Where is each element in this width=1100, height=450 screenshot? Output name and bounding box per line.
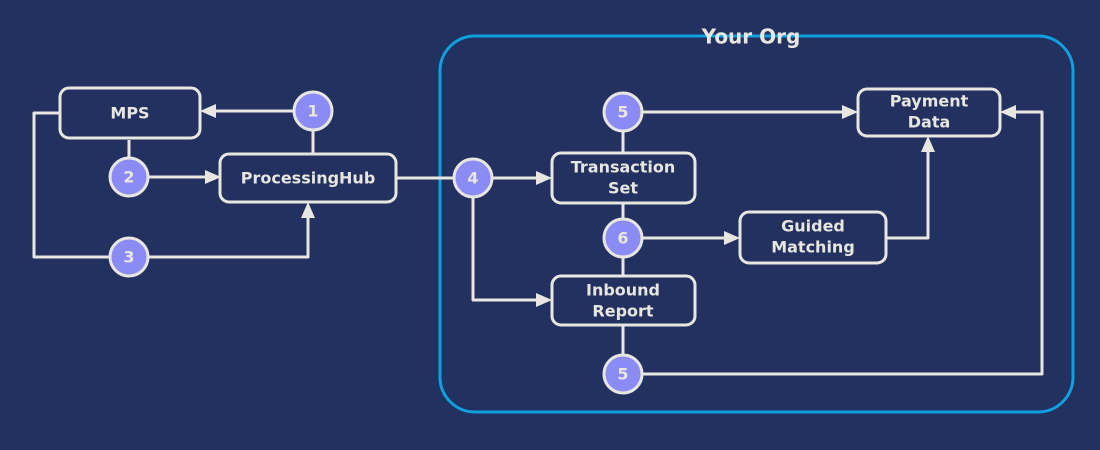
node-transaction-set-label-line1: Transaction (571, 158, 676, 177)
node-payment-data-label-line2: Data (908, 113, 951, 132)
node-payment-data-label-line1: Payment (890, 92, 969, 111)
badge-step-2[interactable]: 2 (108, 156, 150, 198)
node-mps-label: MPS (110, 104, 149, 123)
edge-processinghub-to-inbound-report (471, 178, 552, 307)
node-transaction-set[interactable]: Transaction Set (550, 151, 697, 205)
arrow-head (200, 104, 216, 118)
arrow-head (536, 171, 552, 185)
node-processinghub[interactable]: ProcessingHub (218, 152, 398, 204)
your-org-border (438, 34, 1075, 414)
badge-step-3[interactable]: 3 (108, 236, 150, 278)
badge-step-4-number: 4 (467, 169, 478, 188)
node-guided-matching[interactable]: Guided Matching (738, 210, 888, 265)
badge-step-5-top[interactable]: 5 (602, 91, 644, 133)
node-transaction-set-label-line2: Set (608, 179, 638, 198)
node-guided-matching-label-line1: Guided (781, 217, 845, 236)
node-payment-data[interactable]: Payment Data (856, 87, 1002, 138)
arrow-head (536, 293, 552, 307)
edge-guided-matching-to-payment-data (886, 136, 935, 240)
badge-step-4[interactable]: 4 (452, 157, 494, 199)
badge-step-3-number: 3 (123, 248, 134, 267)
arrow-head (724, 231, 740, 245)
badge-step-5-top-number: 5 (617, 103, 628, 122)
node-mps[interactable]: MPS (58, 86, 202, 140)
badge-step-1-number: 1 (307, 102, 318, 121)
node-guided-matching-label-line2: Matching (771, 238, 855, 257)
your-org-group: Your Org (438, 25, 1075, 414)
badge-step-6[interactable]: 6 (602, 217, 644, 259)
arrow-head (842, 105, 858, 119)
your-org-title: Your Org (701, 25, 801, 49)
badge-step-2-number: 2 (123, 168, 134, 187)
arrow-head (301, 202, 315, 218)
node-inbound-report[interactable]: Inbound Report (550, 274, 697, 327)
badge-step-5-bottom[interactable]: 5 (602, 353, 644, 395)
badge-step-1[interactable]: 1 (292, 90, 334, 132)
badge-step-5-bottom-number: 5 (617, 365, 628, 384)
node-inbound-report-label-line1: Inbound (586, 281, 660, 300)
arrow-head (205, 170, 221, 184)
edge-transaction-set-to-payment-data (621, 105, 858, 153)
node-processinghub-label: ProcessingHub (241, 169, 376, 188)
node-inbound-report-label-line2: Report (592, 302, 654, 321)
edge-mps-loop-to-processinghub (32, 111, 315, 259)
arrow-head (921, 136, 935, 152)
badge-step-6-number: 6 (617, 229, 628, 248)
arrow-head (1000, 105, 1016, 119)
